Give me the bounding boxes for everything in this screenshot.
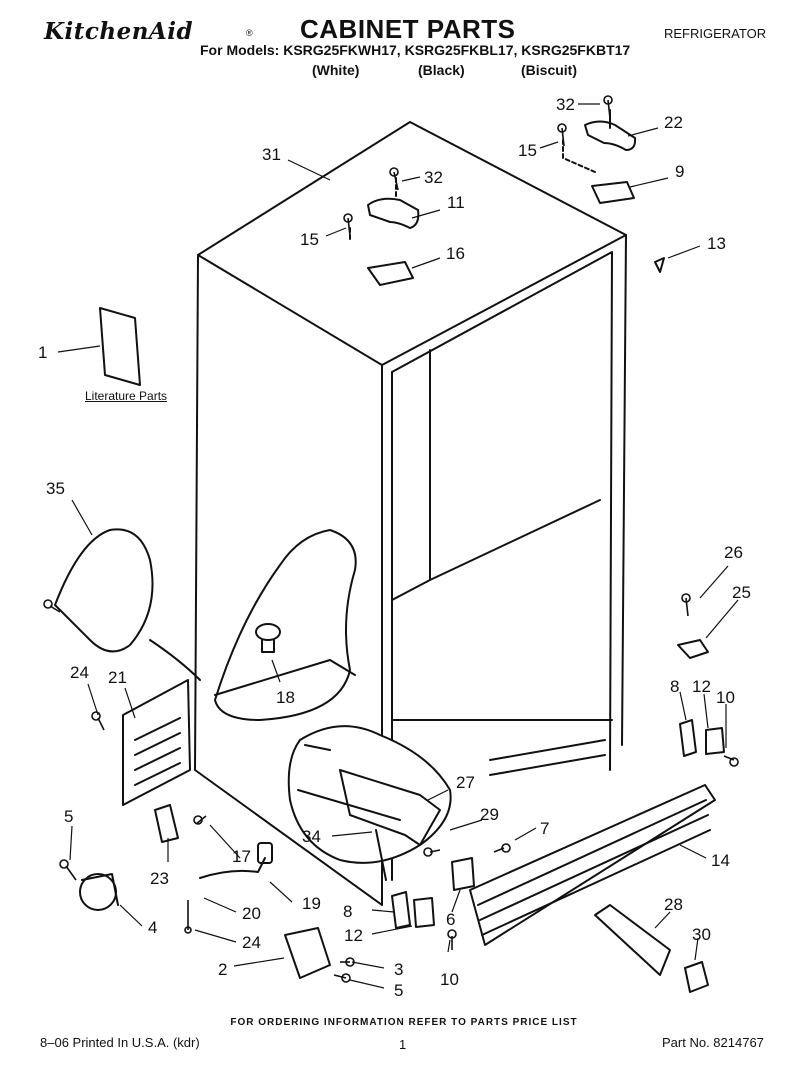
callout-2: 2 xyxy=(218,960,227,979)
callout-13: 13 xyxy=(707,234,726,253)
hinge-cover-22 xyxy=(584,120,637,151)
callout-28: 28 xyxy=(664,895,683,914)
callout-5-left: 5 xyxy=(64,807,73,826)
part-number: Part No. 8214767 xyxy=(662,1035,764,1050)
callout-23: 23 xyxy=(150,869,169,888)
part-25 xyxy=(677,639,709,659)
appliance-type: REFRIGERATOR xyxy=(664,26,767,41)
callout-19: 19 xyxy=(302,894,321,913)
model-list: For Models: KSRG25FKWH17, KSRG25FKBL17, … xyxy=(200,42,631,58)
page-title: CABINET PARTS xyxy=(300,14,516,44)
color-biscuit: (Biscuit) xyxy=(521,62,577,78)
part-2 xyxy=(284,927,331,979)
callout-7: 7 xyxy=(540,819,549,838)
callout-15-left: 15 xyxy=(300,230,319,249)
callout-32-top: 32 xyxy=(556,95,575,114)
callout-8-lower: 8 xyxy=(343,902,352,921)
cap-30 xyxy=(684,961,709,993)
callout-12-right: 12 xyxy=(692,677,711,696)
callout-9: 9 xyxy=(675,162,684,181)
callout-29: 29 xyxy=(480,805,499,824)
callout-24-left: 24 xyxy=(70,663,89,682)
callout-10-lower: 10 xyxy=(440,970,459,989)
callout-18: 18 xyxy=(276,688,295,707)
callout-14: 14 xyxy=(711,851,730,870)
registered-mark: ® xyxy=(246,28,253,38)
callout-10-right: 10 xyxy=(716,688,735,707)
callout-6: 6 xyxy=(446,910,455,929)
callout-17: 17 xyxy=(232,847,251,866)
callout-22: 22 xyxy=(664,113,683,132)
callout-27: 27 xyxy=(456,773,475,792)
callout-15-top: 15 xyxy=(518,141,537,160)
print-info: 8–06 Printed In U.S.A. (kdr) xyxy=(40,1035,200,1050)
callout-16: 16 xyxy=(446,244,465,263)
hinge-cover-11 xyxy=(367,197,420,229)
hinge-9 xyxy=(591,181,635,204)
callout-26: 26 xyxy=(724,543,743,562)
callout-11: 11 xyxy=(447,193,465,212)
bracket-12-right xyxy=(705,727,725,755)
callout-25: 25 xyxy=(732,583,751,602)
color-black: (Black) xyxy=(418,62,465,78)
callout-1: 1 xyxy=(38,343,47,362)
color-white: (White) xyxy=(312,62,360,78)
bracket-23 xyxy=(154,804,179,843)
callout-8-right: 8 xyxy=(670,677,679,696)
callout-4: 4 xyxy=(148,918,157,937)
hinge-8-lower xyxy=(391,891,411,929)
tube-19 xyxy=(199,857,266,879)
bracket-12-lower xyxy=(413,897,435,928)
hinge-16 xyxy=(367,261,414,286)
literature-booklet xyxy=(99,307,141,386)
page-number: 1 xyxy=(399,1037,407,1052)
part-6 xyxy=(451,857,475,891)
grille-21 xyxy=(122,679,191,806)
callout-32-left: 32 xyxy=(424,168,443,187)
brand-logo: KitchenAid xyxy=(44,18,194,45)
callout-30: 30 xyxy=(692,925,711,944)
valve-18 xyxy=(255,623,281,641)
callout-21: 21 xyxy=(108,668,127,687)
callout-35: 35 xyxy=(46,479,65,498)
callout-24-bottom: 24 xyxy=(242,933,261,952)
callout-3: 3 xyxy=(394,960,403,979)
assembly-27 xyxy=(339,769,441,846)
callout-12-lower: 12 xyxy=(344,926,363,945)
literature-parts-label: Literature Parts xyxy=(85,389,168,403)
cutaway-left xyxy=(214,529,357,721)
power-cord-35 xyxy=(54,528,201,681)
callout-31: 31 xyxy=(262,145,281,164)
callout-5-bottom: 5 xyxy=(394,981,403,1000)
part-13 xyxy=(654,257,665,273)
kickplate-14 xyxy=(469,784,716,946)
callout-20: 20 xyxy=(242,904,261,923)
hinge-8-right xyxy=(679,719,697,757)
rod-34 xyxy=(375,829,387,881)
callout-34: 34 xyxy=(302,827,321,846)
ordering-note: FOR ORDERING INFORMATION REFER TO PARTS … xyxy=(230,1017,578,1028)
filter-28 xyxy=(594,904,671,976)
